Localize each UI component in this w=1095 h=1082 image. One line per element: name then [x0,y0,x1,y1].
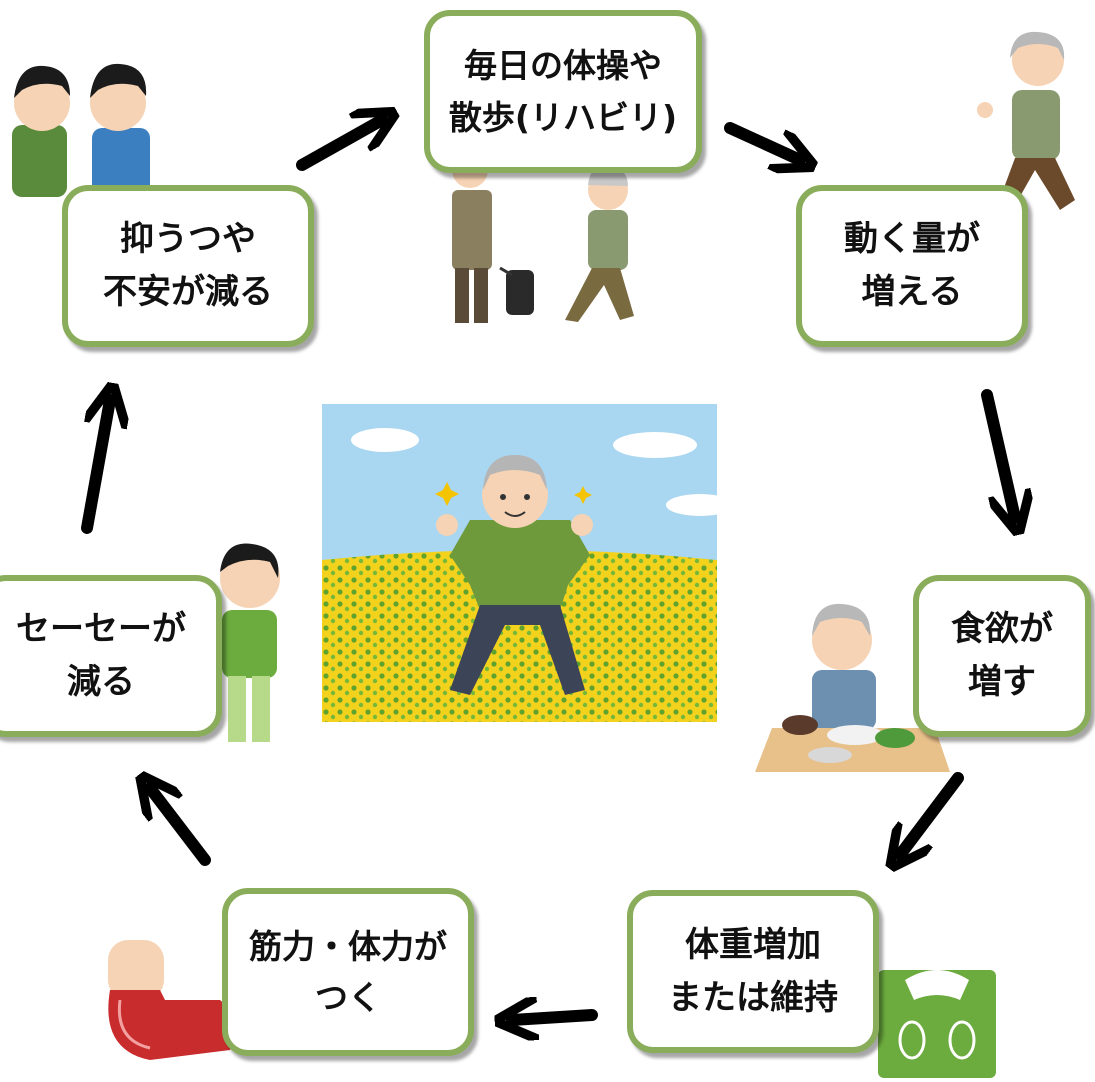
step-box-mood: 抑うつや 不安が減る [62,185,314,347]
elderly-oxygen-walk-and-stretch-icon [452,152,634,323]
arrow-breath-to-mood [81,400,110,534]
two-men-relieved-icon [12,63,150,198]
arrow-mood-to-exercise [296,120,382,171]
arrow-appetite-to-weight [900,772,964,855]
step-text-line: 筋力・体力が [249,926,447,966]
step-text-line: 増える [861,272,963,312]
step-text-line: 毎日の体操や [464,46,662,86]
man-breathing-icon [190,543,280,742]
step-text-line: セーセーが [16,609,186,650]
arrow-muscle-to-breath [150,788,211,866]
step-text-line: または維持 [668,977,838,1018]
step-text-line: 減る [67,662,135,702]
step-text-line: 食欲が [951,609,1053,650]
step-box-muscle: 筋力・体力が つく [222,888,474,1056]
step-text-line: 抑うつや [120,219,256,260]
step-box-exercise: 毎日の体操や 散歩(リハビリ) [424,10,702,173]
elderly-man-flower-field-center-image [322,404,717,722]
step-text-line: 動く量が [844,219,980,260]
step-box-appetite: 食欲が 増す [913,575,1091,737]
step-text-line: 散歩(リハビリ) [448,97,678,137]
elderly-jogging-icon [977,31,1075,214]
bathroom-scale-icon [878,970,996,1078]
step-box-activity: 動く量が 増える [796,185,1028,347]
step-box-breath: セーセーが 減る [0,575,222,737]
step-text-line: つく [315,978,381,1017]
arrow-activity-to-appetite [981,389,1015,518]
elderly-eating-meal-icon [755,603,950,772]
step-text-line: 不安が減る [103,272,273,312]
arrow-weight-to-muscle [512,1015,598,1020]
muscular-arm-icon [108,940,236,1060]
step-text-line: 体重増加 [685,924,821,965]
arrow-exercise-to-activity [724,122,800,160]
step-text-line: 増す [968,662,1036,702]
step-box-weight: 体重増加 または維持 [627,890,879,1053]
